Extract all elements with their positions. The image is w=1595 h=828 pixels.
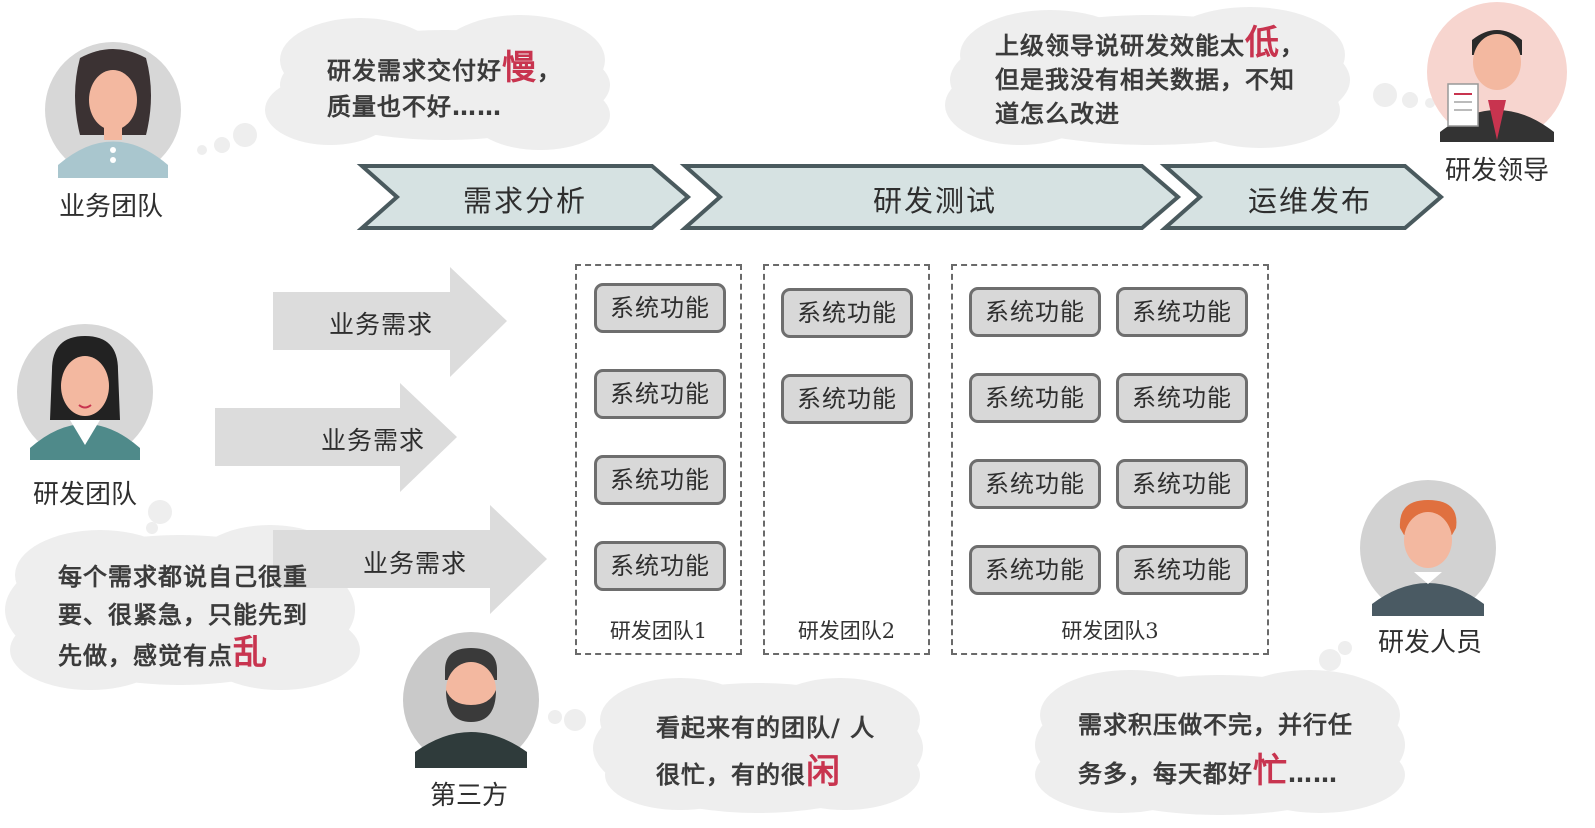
function-box: 系统功能 xyxy=(1116,373,1248,423)
function-box: 系统功能 xyxy=(594,455,726,505)
function-box: 系统功能 xyxy=(594,541,726,591)
req-arrow-3 xyxy=(273,505,547,614)
function-box: 系统功能 xyxy=(594,283,726,333)
team-label-2: 研发团队2 xyxy=(797,619,896,643)
quote-developer: 需求积压做不完，并行任 务多，每天都好忙…… xyxy=(1078,711,1353,791)
thought-cloud-developer xyxy=(1035,641,1405,815)
label-business-team: 业务团队 xyxy=(58,192,163,222)
label-dev-team: 研发团队 xyxy=(32,480,137,510)
function-box: 系统功能 xyxy=(594,369,726,419)
stage-chevron-3 xyxy=(1159,164,1445,230)
stage-chevron-2 xyxy=(679,164,1182,230)
function-box: 系统功能 xyxy=(781,374,913,424)
function-box: 系统功能 xyxy=(1116,459,1248,509)
quote-third-party: 看起来有的团队/ 人 很忙，有的很闲 xyxy=(656,714,876,792)
quote-business: 研发需求交付好慢， 质量也不好…… xyxy=(327,48,562,121)
label-third-party: 第三方 xyxy=(429,781,508,811)
pipeline xyxy=(356,164,1445,230)
stage-label-dev-test: 研发测试 xyxy=(872,184,997,218)
stage-label-requirement-analysis: 需求分析 xyxy=(462,184,587,218)
team-label-3: 研发团队3 xyxy=(1061,619,1159,643)
function-box: 系统功能 xyxy=(969,459,1101,509)
req-label-1: 业务需求 xyxy=(328,310,433,339)
team-box-2: 系统功能 系统功能 研发团队2 xyxy=(763,264,930,655)
req-label-3: 业务需求 xyxy=(362,549,467,578)
function-box: 系统功能 xyxy=(1116,545,1248,595)
avatar-third-party xyxy=(403,632,539,768)
function-box: 系统功能 xyxy=(781,288,913,338)
highlight-low: 低 xyxy=(1245,23,1280,63)
requirement-arrows xyxy=(215,267,547,614)
function-box: 系统功能 xyxy=(969,545,1101,595)
function-box: 系统功能 xyxy=(969,287,1101,337)
stage-chevron-1 xyxy=(356,164,692,230)
highlight-chaos: 乱 xyxy=(233,633,268,673)
label-developer: 研发人员 xyxy=(1377,628,1482,658)
team-label-1: 研发团队1 xyxy=(609,619,708,643)
highlight-slow: 慢 xyxy=(502,48,537,88)
stage-label-ops-release: 运维发布 xyxy=(1247,184,1372,218)
avatar-developer xyxy=(1360,480,1496,616)
thought-cloud-devteam xyxy=(5,500,360,690)
thought-cloud-leader xyxy=(945,7,1435,148)
team-box-3: 系统功能 系统功能 系统功能 系统功能 系统功能 系统功能 系统功能 系统功能 … xyxy=(951,264,1269,655)
quote-leader: 上级领导说研发效能太低， 但是我没有相关数据，不知 道怎么改进 xyxy=(995,23,1305,128)
thought-cloud-third xyxy=(548,678,923,813)
function-box: 系统功能 xyxy=(1116,287,1248,337)
quote-devteam: 每个需求都说自己很重 要、很紧急，只能先到 先做，感觉有点乱 xyxy=(58,563,308,673)
team-box-1: 系统功能 系统功能 系统功能 系统功能 研发团队1 xyxy=(575,264,742,655)
thought-cloud-business xyxy=(197,15,610,155)
label-dev-leader: 研发领导 xyxy=(1444,156,1549,186)
avatar-dev-leader xyxy=(1427,2,1567,142)
avatar-business-team xyxy=(45,42,181,178)
avatar-dev-team xyxy=(17,324,153,460)
req-arrow-2 xyxy=(215,383,457,492)
highlight-idle: 闲 xyxy=(806,752,841,792)
highlight-busy: 忙 xyxy=(1253,751,1288,791)
function-box: 系统功能 xyxy=(969,373,1101,423)
req-label-2: 业务需求 xyxy=(320,426,425,455)
req-arrow-1 xyxy=(273,267,507,377)
